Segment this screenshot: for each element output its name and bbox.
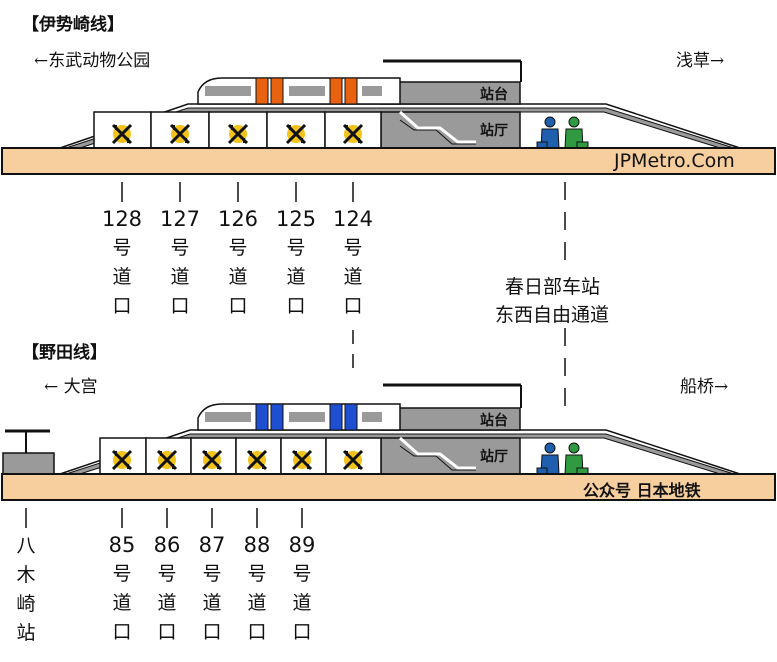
section2-structure <box>1 383 776 528</box>
exit-label-char: 号 <box>170 237 190 259</box>
exit-number: 85 <box>108 533 136 557</box>
section1-structure <box>1 59 776 378</box>
exit-number: 87 <box>198 533 226 557</box>
crossing-icon <box>111 449 133 471</box>
exit-label-char: 号 <box>292 563 312 585</box>
exit-number: 124 <box>332 207 374 231</box>
exit-label-char: 口 <box>286 295 306 317</box>
direction-right: 船桥→ <box>680 377 729 397</box>
passage-label-line2: 东西自由通道 <box>495 304 610 326</box>
footer-brand: JPMetro.Com <box>614 150 735 172</box>
exit-number: 89 <box>288 533 316 557</box>
passage-label-line1: 春日部车站 <box>505 276 601 298</box>
station-name-char: 木 <box>16 564 36 586</box>
concourse-label: 站厅 <box>480 448 508 465</box>
crossing-icon <box>285 123 307 145</box>
crossing-icon <box>156 449 178 471</box>
exit-label-char: 口 <box>228 295 248 317</box>
exit-number: 128 <box>101 207 143 231</box>
station-name-char: 八 <box>16 535 36 557</box>
exit-label-char: 口 <box>112 295 132 317</box>
station-name-char: 站 <box>16 622 36 644</box>
exit-label-char: 道 <box>343 266 363 288</box>
direction-left: ← 大宫 <box>44 377 98 397</box>
crossing-icon <box>111 123 133 145</box>
exit-label-char: 号 <box>112 237 132 259</box>
exit-label-char: 口 <box>202 621 222 643</box>
exit-number: 126 <box>217 207 259 231</box>
exit-label-char: 号 <box>202 563 222 585</box>
exit-label-char: 号 <box>112 563 132 585</box>
crossing-icon <box>227 123 249 145</box>
exit-label-char: 道 <box>170 266 190 288</box>
crossing-icon <box>246 449 268 471</box>
exit-label-char: 道 <box>286 266 306 288</box>
exit-label-char: 道 <box>157 592 177 614</box>
exit-number: 86 <box>153 533 181 557</box>
exit-label-char: 口 <box>343 295 363 317</box>
platform-label: 站台 <box>480 86 508 103</box>
direction-left: ←东武动物公园 <box>34 51 151 71</box>
crossing-icon <box>342 123 364 145</box>
exit-label-char: 口 <box>112 621 132 643</box>
exit-label-char: 口 <box>292 621 312 643</box>
exit-label-char: 道 <box>202 592 222 614</box>
exit-number: 125 <box>275 207 317 231</box>
station-name-char: 崎 <box>16 593 36 615</box>
exit-label-char: 道 <box>112 266 132 288</box>
exit-label-char: 号 <box>228 237 248 259</box>
crossing-icon <box>291 449 313 471</box>
exit-label-char: 道 <box>228 266 248 288</box>
exit-number: 88 <box>243 533 271 557</box>
line-title: 【野田线】 <box>22 343 107 363</box>
exit-label-char: 号 <box>343 237 363 259</box>
exit-label-char: 口 <box>170 295 190 317</box>
crossing-icon <box>201 449 223 471</box>
exit-label-char: 道 <box>292 592 312 614</box>
exit-label-char: 号 <box>247 563 267 585</box>
exit-label-char: 号 <box>157 563 177 585</box>
direction-right: 浅草→ <box>676 51 725 71</box>
exit-label-char: 道 <box>247 592 267 614</box>
platform-label: 站台 <box>480 412 508 429</box>
exit-number: 127 <box>159 207 201 231</box>
exit-label-char: 口 <box>247 621 267 643</box>
concourse-label: 站厅 <box>480 122 508 139</box>
exit-label-char: 号 <box>286 237 306 259</box>
footer-brand: 公众号 日本地铁 <box>583 481 701 500</box>
exit-label-char: 口 <box>157 621 177 643</box>
crossing-icon <box>342 449 364 471</box>
crossing-icon <box>169 123 191 145</box>
exit-label-char: 道 <box>112 592 132 614</box>
line-title: 【伊势崎线】 <box>22 15 124 35</box>
